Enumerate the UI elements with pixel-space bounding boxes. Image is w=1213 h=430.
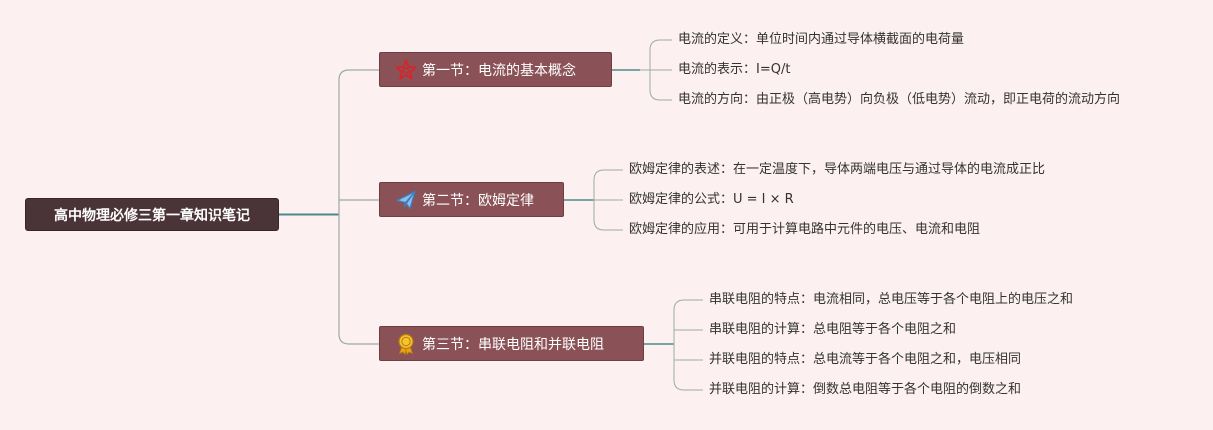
leaf-1-3[interactable]: 电流的方向：由正极（高电势）向负极（低电势）流动，即正电荷的流动方向: [678, 92, 1121, 107]
section-node-3[interactable]: 第三节：串联电阻和并联电阻: [379, 326, 644, 361]
leaf-3-2[interactable]: 串联电阻的计算：总电阻等于各个电阻之和: [709, 322, 957, 337]
main-trunk: [338, 69, 350, 345]
leaf-2-3[interactable]: 欧姆定律的应用：可用于计算电路中元件的电压、电流和电阻: [629, 222, 981, 237]
leaf-1-2[interactable]: 电流的表示：I=Q/t: [678, 62, 791, 77]
paper-plane-icon: [393, 187, 419, 213]
leaf-3-3[interactable]: 并联电阻的特点：总电流等于各个电阻之和，电压相同: [709, 352, 1022, 367]
leaf-2-2[interactable]: 欧姆定律的公式：U = I × R: [629, 192, 794, 207]
root-title: 高中物理必修三第一章知识笔记: [54, 207, 250, 224]
leaf-1-1[interactable]: 电流的定义：单位时间内通过导体横截面的电荷量: [678, 32, 965, 47]
section-2-branches: [593, 169, 623, 231]
leaf-2-1[interactable]: 欧姆定律的表述：在一定温度下，导体两端电压与通过导体的电流成正比: [629, 162, 1046, 177]
award-medal-icon: [393, 331, 419, 357]
section-title-1: 第一节：电流的基本概念: [422, 62, 576, 79]
section-node-2[interactable]: 第二节：欧姆定律: [379, 182, 564, 217]
section-node-1[interactable]: 第一节：电流的基本概念: [379, 52, 612, 87]
section-1-branches: [640, 39, 672, 101]
section-title-3: 第三节：串联电阻和并联电阻: [422, 336, 604, 353]
leaf-3-4[interactable]: 并联电阻的计算：倒数总电阻等于各个电阻的倒数之和: [709, 382, 1022, 397]
root-node[interactable]: 高中物理必修三第一章知识笔记: [25, 198, 279, 231]
star-icon: [393, 57, 419, 83]
section-3-branches: [673, 299, 703, 391]
section-title-2: 第二节：欧姆定律: [422, 192, 534, 209]
leaf-3-1[interactable]: 串联电阻的特点：电流相同，总电压等于各个电阻上的电压之和: [709, 292, 1074, 307]
